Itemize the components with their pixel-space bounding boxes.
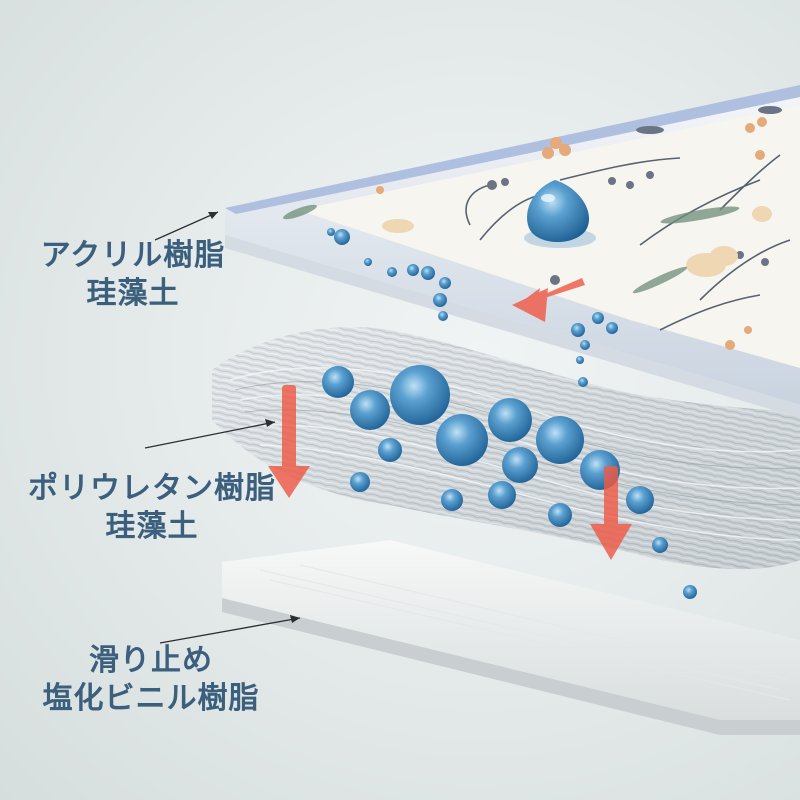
edge-water-drops [327,228,618,387]
arrow-diagonal [512,278,585,322]
polyurethane-layer [212,326,800,570]
label-polyurethane-line1: ポリウレタン樹脂 [28,471,276,506]
flow-arrows [268,278,632,560]
absorbed-water-drops [322,365,697,599]
pvc-layer [222,540,800,735]
leader-line-polyurethane [144,421,276,449]
floral-print [283,106,791,350]
acrylic-top-layer [225,85,800,418]
leader-lines [144,211,301,644]
label-acrylic-line2: 珪藻土 [86,276,180,311]
label-acrylic-line1: アクリル樹脂 [40,238,226,273]
arrow-down-left [268,385,310,498]
label-polyurethane-layer: ポリウレタン樹脂 珪藻土 [22,470,282,546]
label-pvc-line1: 滑り止め [89,643,213,678]
label-pvc-line2: 塩化ビニル樹脂 [42,681,260,716]
label-pvc-layer: 滑り止め 塩化ビニル樹脂 [36,642,266,718]
arrow-down-right [590,466,632,560]
leader-line-pvc [159,617,301,644]
surface-water-drop [524,180,596,248]
label-polyurethane-line2: 珪藻土 [105,509,199,544]
leader-line-acrylic [154,211,219,241]
label-acrylic-layer: アクリル樹脂 珪藻土 [28,237,238,313]
